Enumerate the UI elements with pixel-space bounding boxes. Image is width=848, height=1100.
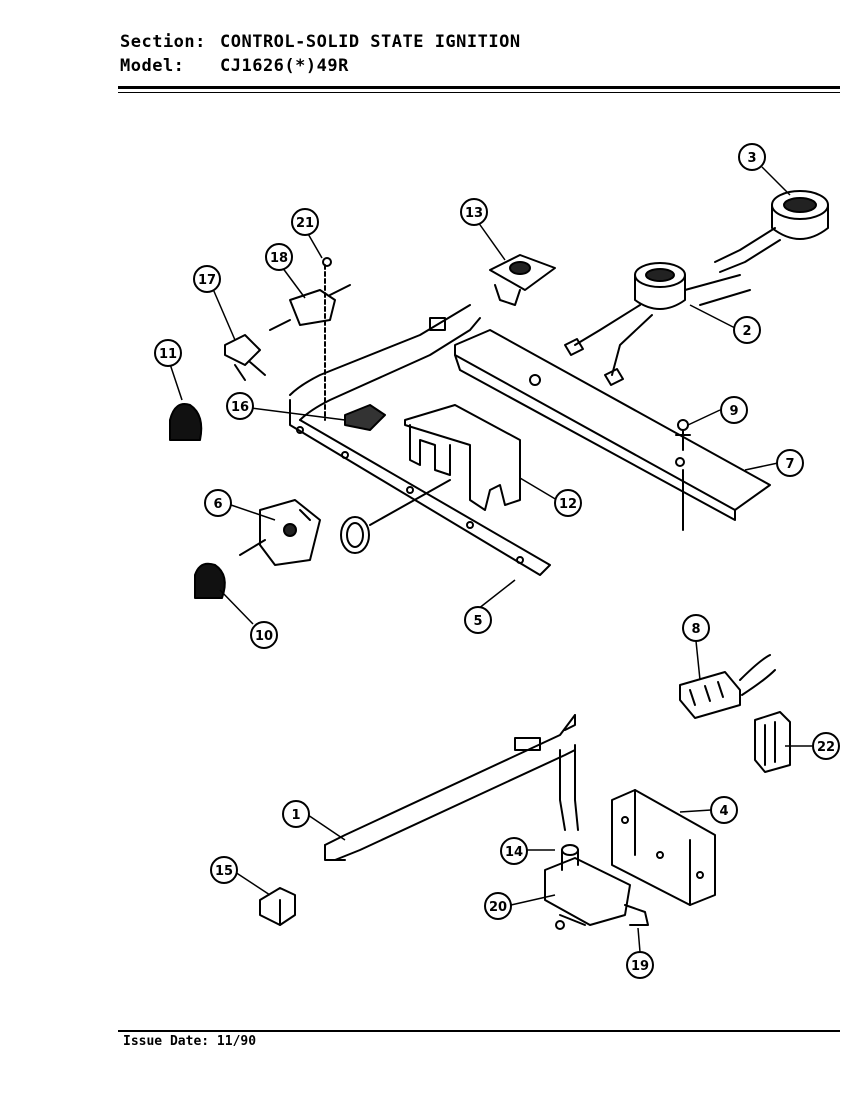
bracket-4-part xyxy=(611,789,716,906)
callout-15: 15 xyxy=(210,856,238,884)
footer-divider xyxy=(118,1030,840,1032)
oven-valve-20-part xyxy=(544,844,649,930)
burner-3-part xyxy=(714,190,829,273)
callout-7: 7 xyxy=(776,449,804,477)
manifold-5-part xyxy=(289,304,551,576)
callout-17: 17 xyxy=(193,265,221,293)
svg-text:10: 10 xyxy=(255,629,273,644)
shield-12-part xyxy=(404,404,521,511)
valve-6-part xyxy=(239,499,321,566)
callout-12: 12 xyxy=(554,489,582,517)
page-header: Section: CONTROL-SOLID STATE IGNITION Mod… xyxy=(120,30,521,78)
svg-text:13: 13 xyxy=(465,206,483,221)
callout-14: 14 xyxy=(500,837,528,865)
svg-text:19: 19 xyxy=(631,959,649,974)
svg-text:2: 2 xyxy=(742,324,751,339)
module-13-part xyxy=(489,254,556,306)
callout-20: 20 xyxy=(484,892,512,920)
callout-9: 9 xyxy=(720,396,748,424)
issue-date: Issue Date: 11/90 xyxy=(123,1034,257,1049)
model-value: CJ1626(*)49R xyxy=(220,56,349,76)
svg-text:18: 18 xyxy=(270,251,288,266)
header-divider-thin xyxy=(118,92,840,93)
callout-11: 11 xyxy=(154,339,182,367)
callout-2: 2 xyxy=(733,316,761,344)
callout-8: 8 xyxy=(682,614,710,642)
callout-1: 1 xyxy=(282,800,310,828)
model-label: Model: xyxy=(120,56,185,76)
svg-text:21: 21 xyxy=(296,216,314,231)
bracket-7-part xyxy=(454,329,771,531)
callout-19: 19 xyxy=(626,951,654,979)
svg-text:11: 11 xyxy=(159,347,177,362)
svg-text:1: 1 xyxy=(291,808,300,823)
svg-text:12: 12 xyxy=(559,497,577,512)
callout-4: 4 xyxy=(710,796,738,824)
tube-1-part xyxy=(324,714,579,861)
svg-text:5: 5 xyxy=(473,614,482,629)
section-label: Section: xyxy=(120,32,206,52)
model-row: Model: CJ1626(*)49R xyxy=(120,54,521,78)
coil-part xyxy=(340,479,451,554)
svg-text:17: 17 xyxy=(198,273,216,288)
svg-text:9: 9 xyxy=(729,404,738,419)
svg-text:16: 16 xyxy=(231,400,249,415)
svg-text:7: 7 xyxy=(785,457,794,472)
section-row: Section: CONTROL-SOLID STATE IGNITION xyxy=(120,30,521,54)
callout-13: 13 xyxy=(460,198,488,226)
header-divider xyxy=(118,86,840,89)
svg-text:3: 3 xyxy=(747,151,756,166)
svg-text:20: 20 xyxy=(489,900,507,915)
callout-21: 21 xyxy=(291,208,319,236)
section-value: CONTROL-SOLID STATE IGNITION xyxy=(220,32,521,52)
switch-17-part xyxy=(224,334,266,381)
knob-10-part xyxy=(194,562,226,599)
svg-text:8: 8 xyxy=(691,622,700,637)
callout-18: 18 xyxy=(265,243,293,271)
leader-lines xyxy=(169,166,812,953)
ignitor-22-part xyxy=(754,711,791,773)
svg-text:15: 15 xyxy=(215,864,233,879)
switch-16-part xyxy=(344,404,386,431)
callout-10: 10 xyxy=(250,621,278,649)
svg-text:4: 4 xyxy=(719,804,728,819)
burner-2-part xyxy=(564,262,751,386)
knob-11-part xyxy=(169,403,203,441)
connector-8-part xyxy=(679,654,776,719)
callout-16: 16 xyxy=(226,392,254,420)
callout-3: 3 xyxy=(738,143,766,171)
callout-group: 3 2 13 21 18 17 11 16 9 7 12 6 5 10 8 22… xyxy=(154,143,840,979)
bracket-15-part xyxy=(259,887,296,926)
svg-text:22: 22 xyxy=(817,740,835,755)
switch-18-part xyxy=(269,257,351,421)
callout-5: 5 xyxy=(464,606,492,634)
callout-22: 22 xyxy=(812,732,840,760)
svg-text:6: 6 xyxy=(213,497,222,512)
svg-text:14: 14 xyxy=(505,845,523,860)
callout-6: 6 xyxy=(204,489,232,517)
